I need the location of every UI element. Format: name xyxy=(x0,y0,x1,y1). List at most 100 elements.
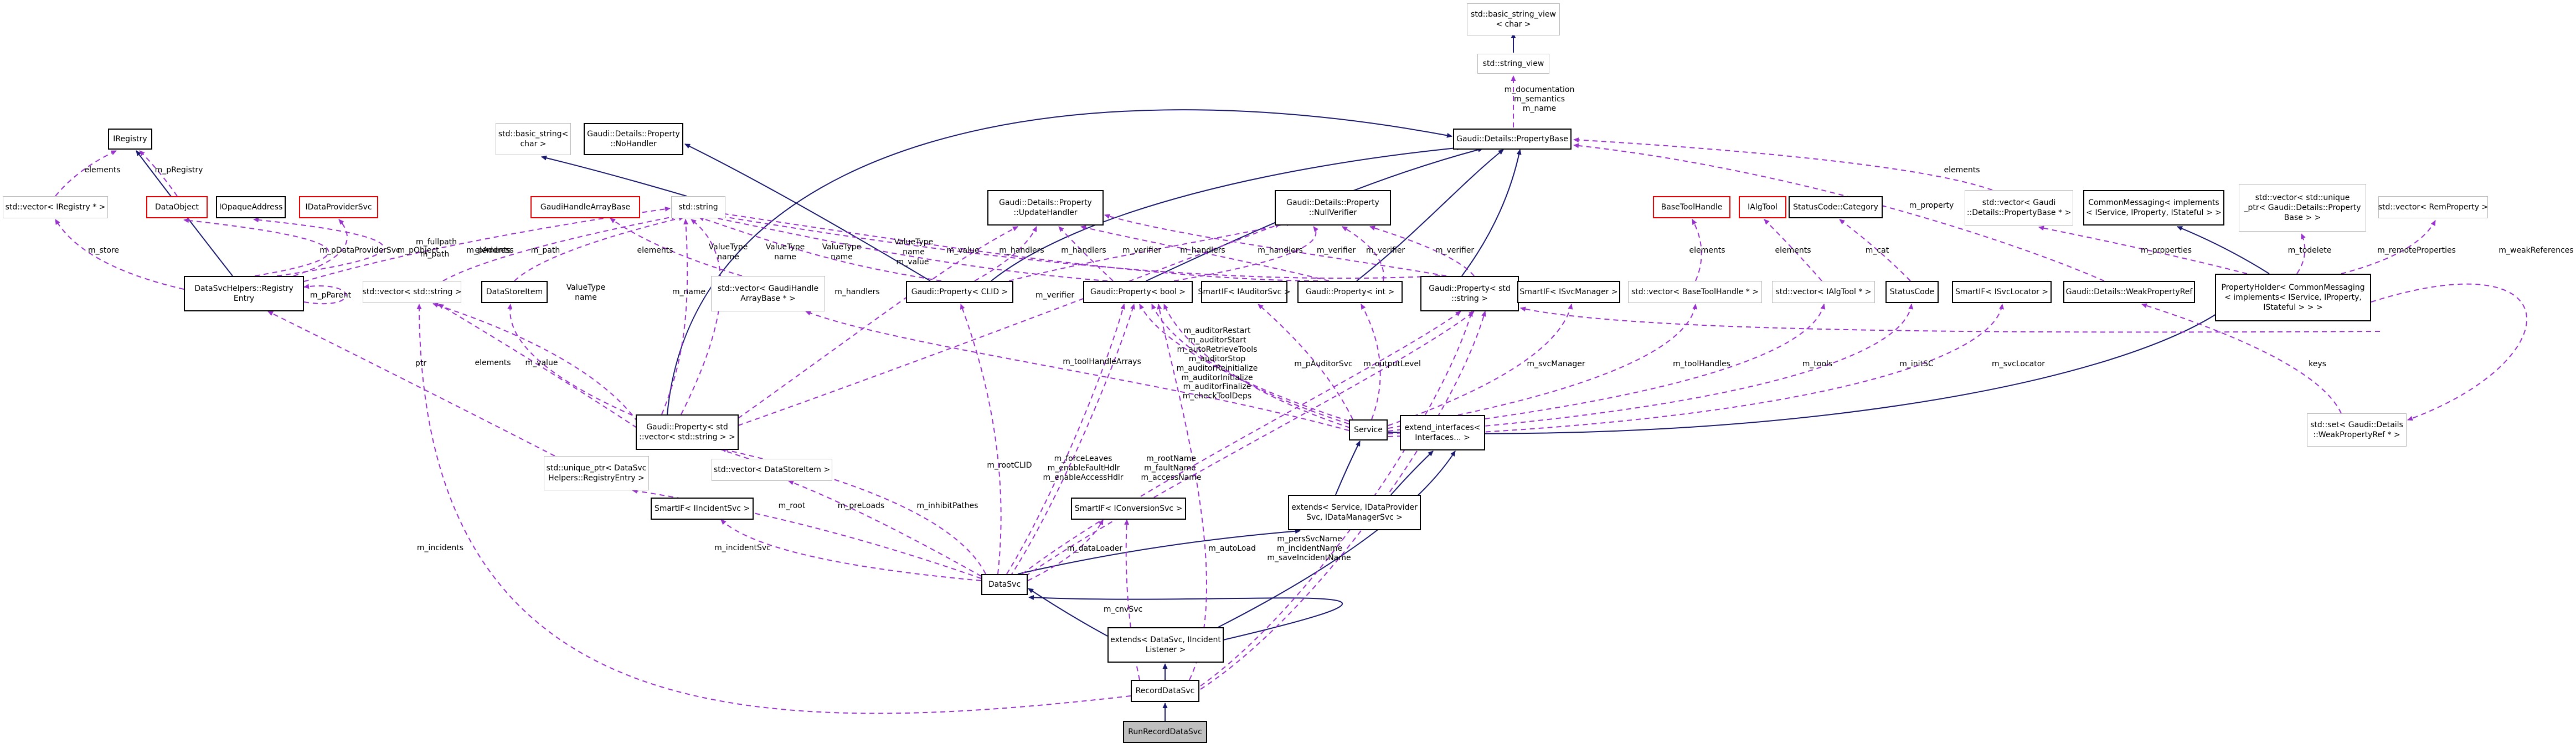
class-node-siconv[interactable]: SmartIF< IConversionSvc > xyxy=(1071,498,1186,520)
usage-edge xyxy=(2341,220,2436,274)
class-node-vecpb[interactable]: std::vector< Gaudi::Details::PropertyBas… xyxy=(1965,190,2073,226)
edge-label: m_name xyxy=(672,288,706,296)
class-node-label: IRegistry xyxy=(113,134,147,144)
edge-label: m_toolHandleArrays xyxy=(1063,357,1141,366)
class-node-cmsg[interactable]: CommonMessaging< implements< IService, I… xyxy=(2083,190,2224,226)
class-node-label: ::UpdateHandler xyxy=(1013,208,1078,217)
class-node-pbase[interactable]: Gaudi::Details::PropertyBase xyxy=(1453,129,1572,150)
class-node-label: IAlgTool xyxy=(1748,202,1778,212)
edge-label: name xyxy=(774,253,796,262)
class-node-label: Gaudi::Property< CLID > xyxy=(911,287,1008,296)
class-node-label: Gaudi::Property< int > xyxy=(1305,287,1395,296)
class-node-nullv[interactable]: Gaudi::Details::Property::NullVerifier xyxy=(1275,190,1391,226)
edge-label: ValueType xyxy=(894,238,934,247)
edge-label: m_rootCLID xyxy=(987,461,1032,470)
class-node-sisvl[interactable]: SmartIF< ISvcLocator > xyxy=(1952,281,2052,303)
class-node-sstr[interactable]: std::string xyxy=(671,196,725,218)
usage-edge xyxy=(1022,311,1461,575)
class-node-label: std::vector< IAlgTool * > xyxy=(1775,287,1872,296)
class-node-ghab[interactable]: GaudiHandleArrayBase xyxy=(530,196,640,218)
class-node-phold[interactable]: PropertyHolder< CommonMessaging< impleme… xyxy=(2215,274,2371,321)
class-node-pvstr[interactable]: Gaudi::Property< std::vector< std::strin… xyxy=(636,414,739,450)
class-node-setw[interactable]: std::set< Gaudi::Details::WeakPropertyRe… xyxy=(2307,413,2407,447)
class-node-vecrp[interactable]: std::vector< RemProperty > xyxy=(2378,196,2488,218)
edge-label: m_auditorReinitialize xyxy=(1176,364,1258,373)
class-node-label: std::vector< std::string > xyxy=(362,287,462,296)
class-node-label: RunRecordDataSvc xyxy=(1128,727,1202,736)
class-node-svc[interactable]: Service xyxy=(1349,419,1388,440)
class-node-rrds[interactable]: RunRecordDataSvc xyxy=(1123,721,1207,743)
class-node-vbth[interactable]: std::vector< BaseToolHandle * > xyxy=(1628,281,1762,303)
class-node-bth[interactable]: BaseToolHandle xyxy=(1653,196,1730,218)
edge-label: m_dataLoader xyxy=(1067,544,1123,553)
edge-label: m_verifier xyxy=(1316,246,1356,255)
usage-edge xyxy=(2296,233,2306,274)
class-node-vstr[interactable]: std::vector< std::string > xyxy=(362,281,462,303)
inheritance-edge xyxy=(667,109,1452,415)
class-node-dobj[interactable]: DataObject xyxy=(146,196,208,218)
usage-edge xyxy=(700,213,1108,281)
edge-label: m_forceLeaves xyxy=(1054,454,1112,463)
inheritance-edge xyxy=(1335,440,1361,495)
class-node-siinc[interactable]: SmartIF< IIncidentSvc > xyxy=(651,498,754,520)
class-node-label: SmartIF< IIncidentSvc > xyxy=(654,504,750,513)
edge-label: m_documentation xyxy=(1504,85,1575,94)
class-node-label: < implements< IService, IProperty, xyxy=(2224,293,2362,302)
class-node-eintf[interactable]: extend_interfaces<Interfaces... > xyxy=(1400,415,1485,450)
class-node-label: std::vector< GaudiHandle xyxy=(717,284,819,293)
class-node-label: StatusCode xyxy=(1889,287,1935,296)
class-node-vdsi[interactable]: std::vector< DataStoreItem > xyxy=(712,459,832,481)
class-node-ialg[interactable]: IAlgTool xyxy=(1739,196,1786,218)
class-node-sisvm[interactable]: SmartIF< ISvcManager > xyxy=(1517,281,1620,303)
class-node-dsi[interactable]: DataStoreItem xyxy=(481,281,548,303)
edge-label: m_handlers xyxy=(834,288,880,296)
class-node-rds[interactable]: RecordDataSvc xyxy=(1131,680,1199,702)
class-node-label: Gaudi::Details::WeakPropertyRef xyxy=(2065,287,2193,296)
edge-label: m_fullpath xyxy=(415,238,457,247)
edge-label: m_root xyxy=(778,501,806,510)
usage-edge xyxy=(438,304,637,428)
class-node-ireg[interactable]: IRegistry xyxy=(108,129,152,150)
class-node-vecireg[interactable]: std::vector< IRegistry * > xyxy=(3,196,108,218)
edge-label: ptr xyxy=(415,359,427,368)
class-node-label: Gaudi::Details::Property xyxy=(999,198,1092,207)
class-node-nohdl[interactable]: Gaudi::Details::Property::NoHandler xyxy=(584,123,683,155)
edge-label: m_properties xyxy=(2140,246,2192,255)
class-node-pclid[interactable]: Gaudi::Property< CLID > xyxy=(906,281,1013,303)
class-node-pint[interactable]: Gaudi::Property< int > xyxy=(1297,281,1403,303)
edge-label: m_incidentName xyxy=(1276,544,1343,553)
class-node-siaud[interactable]: SmartIF< IAuditorSvc > xyxy=(1198,281,1290,303)
class-node-bsv[interactable]: std::basic_string_view< char > xyxy=(1467,3,1560,35)
class-node-label: std::vector< BaseToolHandle * > xyxy=(1631,287,1759,296)
edge-label: m_handlers xyxy=(1061,246,1106,255)
class-node-idps[interactable]: IDataProviderSvc xyxy=(299,196,378,218)
class-node-label: std::vector< IRegistry * > xyxy=(5,202,106,212)
class-node-scode[interactable]: StatusCode xyxy=(1885,281,1939,303)
class-node-sv[interactable]: std::string_view xyxy=(1477,54,1549,74)
usage-edge xyxy=(2371,283,2528,421)
class-node-dsvc[interactable]: DataSvc xyxy=(981,574,1028,595)
class-node-updh[interactable]: Gaudi::Details::Property::UpdateHandler xyxy=(987,190,1104,226)
usage-edge xyxy=(267,311,555,457)
class-node-iopq[interactable]: IOpaqueAddress xyxy=(216,196,286,218)
edge-label: m_pParent xyxy=(310,291,352,300)
class-node-label: Gaudi::Details::PropertyBase xyxy=(1456,134,1568,144)
usage-edge xyxy=(698,216,942,281)
class-node-vialg[interactable]: std::vector< IAlgTool * > xyxy=(1772,281,1875,303)
usage-edge xyxy=(1058,226,1114,281)
class-node-pstr[interactable]: Gaudi::Property< std::string > xyxy=(1420,276,1519,311)
edge-label: m_auditorRestart xyxy=(1183,326,1251,335)
class-node-wpr[interactable]: Gaudi::Details::WeakPropertyRef xyxy=(2063,281,2195,303)
usage-edge xyxy=(442,214,677,281)
class-node-bstr[interactable]: std::basic_string<char > xyxy=(496,123,571,155)
class-node-vecup[interactable]: std::vector< std::unique_ptr< Gaudi::Det… xyxy=(2239,184,2366,232)
class-node-pbool[interactable]: Gaudi::Property< bool > xyxy=(1083,281,1193,303)
class-node-label: std::unique_ptr< DataSvc xyxy=(546,463,647,473)
class-node-label: extends< Service, IDataProvider xyxy=(1291,503,1418,512)
class-node-scc[interactable]: StatusCode::Category xyxy=(1789,196,1883,218)
